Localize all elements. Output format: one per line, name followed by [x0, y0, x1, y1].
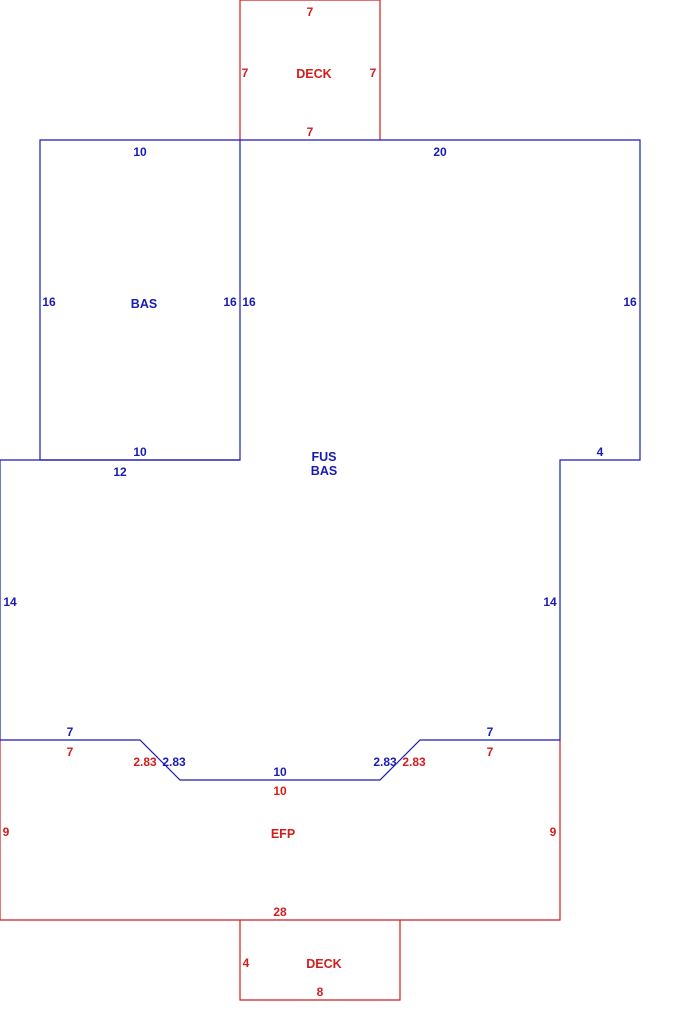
bas-left-label: BAS	[131, 297, 157, 311]
dim-label: 16	[223, 295, 237, 309]
dim-label: 7	[487, 745, 494, 759]
dim-label: 2.83	[402, 755, 426, 769]
dim-label: 16	[242, 295, 256, 309]
dim-label: 12	[113, 465, 127, 479]
dim-label: 9	[3, 825, 10, 839]
dim-label: 7	[242, 66, 249, 80]
deck-top-outline	[239, 0, 381, 140]
dim-label: 10	[133, 145, 147, 159]
dim-label: 28	[273, 905, 287, 919]
dim-label: 7	[487, 725, 494, 739]
dim-label: 4	[243, 956, 250, 970]
dim-label: 10	[273, 765, 287, 779]
fus-label: FUS	[312, 450, 337, 464]
deck-top-label: DECK	[296, 67, 331, 81]
dim-label: 16	[623, 295, 637, 309]
dim-label: 4	[597, 445, 604, 459]
efp-outline	[0, 740, 561, 921]
dim-label: 7	[67, 745, 74, 759]
dim-label: 10	[273, 784, 287, 798]
dim-label: 10	[133, 445, 147, 459]
dim-label: 7	[307, 5, 314, 19]
main-building-outline	[0, 139, 641, 781]
dim-label: 7	[67, 725, 74, 739]
dim-label: 8	[317, 985, 324, 999]
dim-label: 14	[543, 595, 557, 609]
efp-label: EFP	[271, 827, 295, 841]
dim-label: 7	[370, 66, 377, 80]
dim-label: 9	[550, 825, 557, 839]
bas-main-label: BAS	[311, 464, 337, 478]
dim-label: 14	[3, 595, 17, 609]
dim-label: 2.83	[373, 755, 397, 769]
dim-label: 2.83	[162, 755, 186, 769]
dim-label: 2.83	[133, 755, 157, 769]
deck-bottom-label: DECK	[306, 957, 341, 971]
dim-label: 7	[307, 125, 314, 139]
dim-label: 20	[433, 145, 447, 159]
dim-label: 16	[42, 295, 56, 309]
deck-bottom-outline	[239, 920, 401, 1001]
